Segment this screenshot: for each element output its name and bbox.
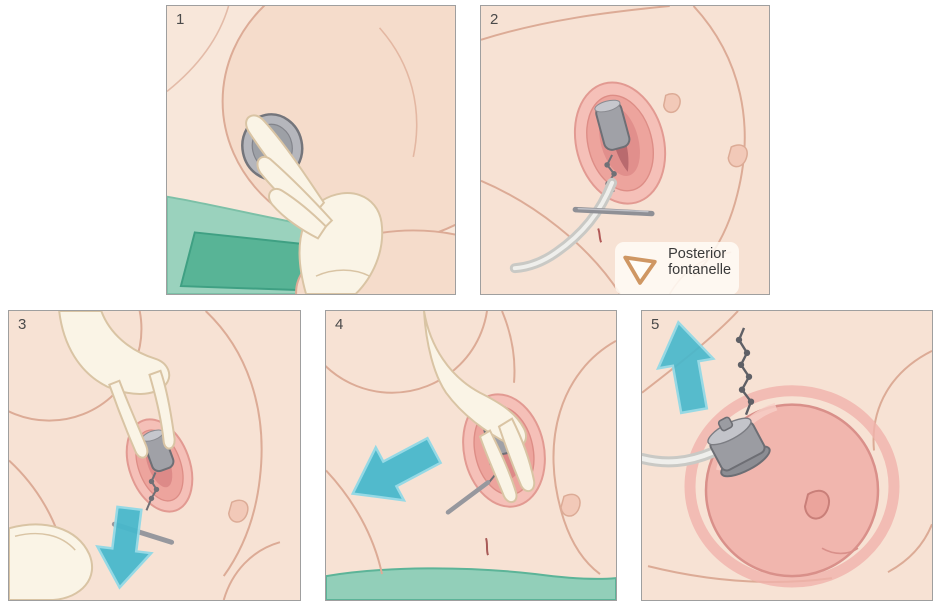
panel-1: 1 (166, 5, 456, 295)
panel-3: 3 (8, 310, 301, 601)
panel-5-illustration (642, 311, 932, 600)
panel-2: 2 (480, 5, 770, 295)
traction-arrow-up (656, 320, 716, 415)
panel-1-illustration (167, 6, 455, 294)
lower-glove (9, 523, 94, 600)
perineum-mark (597, 228, 603, 243)
cup-stem (445, 480, 491, 515)
traction-arrow-left (350, 436, 443, 502)
traction-chain (735, 327, 755, 416)
panel-number: 5 (651, 316, 660, 333)
panel-number: 2 (490, 11, 499, 28)
suction-tube (509, 177, 618, 274)
panel-number: 1 (176, 11, 185, 28)
fontanelle-label-text: Posterior fontanelle (668, 246, 732, 278)
pulling-hand (423, 311, 536, 504)
panel-4-illustration (326, 311, 616, 600)
posterior-fontanelle-label: Posterior fontanelle (615, 242, 739, 294)
gloved-hand (245, 114, 384, 294)
panel-number: 4 (335, 316, 344, 333)
suction-tube (642, 447, 718, 468)
body-contours (9, 311, 281, 600)
panel-3-illustration (9, 311, 300, 600)
fontanelle-triangle-icon (623, 255, 657, 285)
perineum-mark (485, 537, 489, 556)
baby-ear (803, 489, 830, 520)
body-contours (326, 311, 616, 575)
panel-number: 3 (18, 316, 27, 333)
panel-4: 4 (325, 310, 617, 601)
cross-handle (572, 206, 655, 217)
panel-5: 5 (641, 310, 933, 601)
traction-arrow-down (95, 505, 154, 590)
drape-green (326, 567, 616, 600)
vacuum-cup (594, 99, 631, 151)
stretched-ring (684, 385, 900, 588)
traction-cord (145, 472, 160, 511)
vacuum-cup (707, 416, 771, 478)
examining-hand (58, 311, 176, 459)
